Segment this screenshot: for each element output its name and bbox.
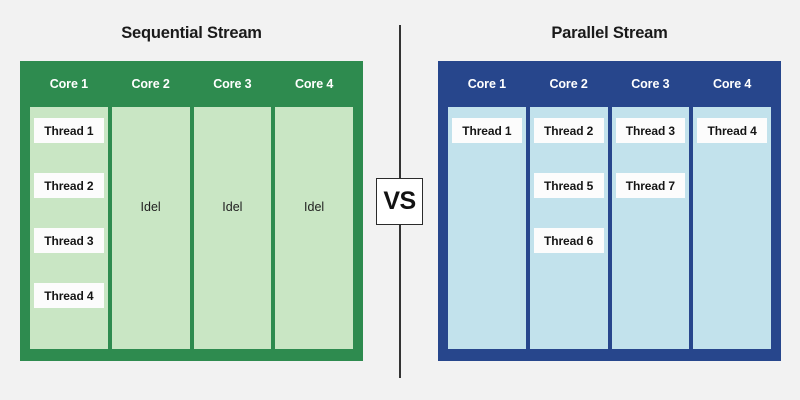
core-column-sequential-3: Idel — [193, 107, 272, 349]
core-header-parallel-1: Core 1 — [467, 77, 507, 91]
core-header-parallel-4: Core 4 — [712, 77, 752, 91]
core-column-parallel-2: Thread 2 Thread 5 Thread 6 — [529, 107, 608, 349]
panel-title-sequential: Sequential Stream — [121, 24, 262, 42]
core-header-parallel-2: Core 2 — [549, 77, 588, 91]
core-column-sequential-1: Thread 1 Thread 2 Thread 3 Thread 4 — [30, 107, 108, 349]
core-column-parallel-3: Thread 3 Thread 7 — [611, 107, 690, 349]
core-column-parallel-4: Thread 4 — [693, 107, 771, 349]
thread-chip: Thread 2 — [34, 173, 104, 198]
vs-label: VS — [383, 187, 416, 215]
thread-chip: Thread 4 — [34, 283, 104, 308]
thread-chip: Thread 3 — [615, 118, 686, 143]
thread-chip: Thread 1 — [34, 118, 104, 143]
core-column-sequential-2: Idel — [111, 107, 190, 349]
core-header-sequential-3: Core 3 — [213, 77, 252, 91]
vs-badge: VS — [376, 178, 423, 225]
thread-chip: Thread 2 — [533, 118, 604, 143]
core-column-sequential-4: Idel — [275, 107, 353, 349]
thread-chip: Thread 1 — [452, 118, 522, 143]
panel-sequential-stream: Core 1 Core 2 Core 3 Core 4 Thread 1 Thr… — [20, 61, 363, 361]
core-header-sequential-4: Core 4 — [294, 77, 334, 91]
core-header-sequential-1: Core 1 — [49, 77, 89, 91]
core-header-sequential-2: Core 2 — [131, 77, 170, 91]
idle-label: Idel — [304, 200, 325, 214]
thread-chip: Thread 7 — [615, 173, 686, 198]
idle-label: Idel — [140, 200, 161, 214]
core-columns-parallel: Thread 1 Thread 2 Thread 5 Thread 6 Thre… — [448, 107, 771, 349]
core-header-row-parallel: Core 1 Core 2 Core 3 Core 4 — [448, 61, 771, 107]
thread-chip: Thread 3 — [34, 228, 104, 253]
panel-title-parallel: Parallel Stream — [551, 24, 668, 42]
thread-chip: Thread 6 — [533, 228, 604, 253]
thread-chip: Thread 5 — [533, 173, 604, 198]
panel-parallel-stream: Core 1 Core 2 Core 3 Core 4 Thread 1 Thr… — [438, 61, 781, 361]
core-header-parallel-3: Core 3 — [631, 77, 670, 91]
core-columns-sequential: Thread 1 Thread 2 Thread 3 Thread 4 Idel… — [30, 107, 353, 349]
core-header-row-sequential: Core 1 Core 2 Core 3 Core 4 — [30, 61, 353, 107]
thread-chip: Thread 4 — [697, 118, 767, 143]
core-column-parallel-1: Thread 1 — [448, 107, 526, 349]
idle-label: Idel — [222, 200, 243, 214]
